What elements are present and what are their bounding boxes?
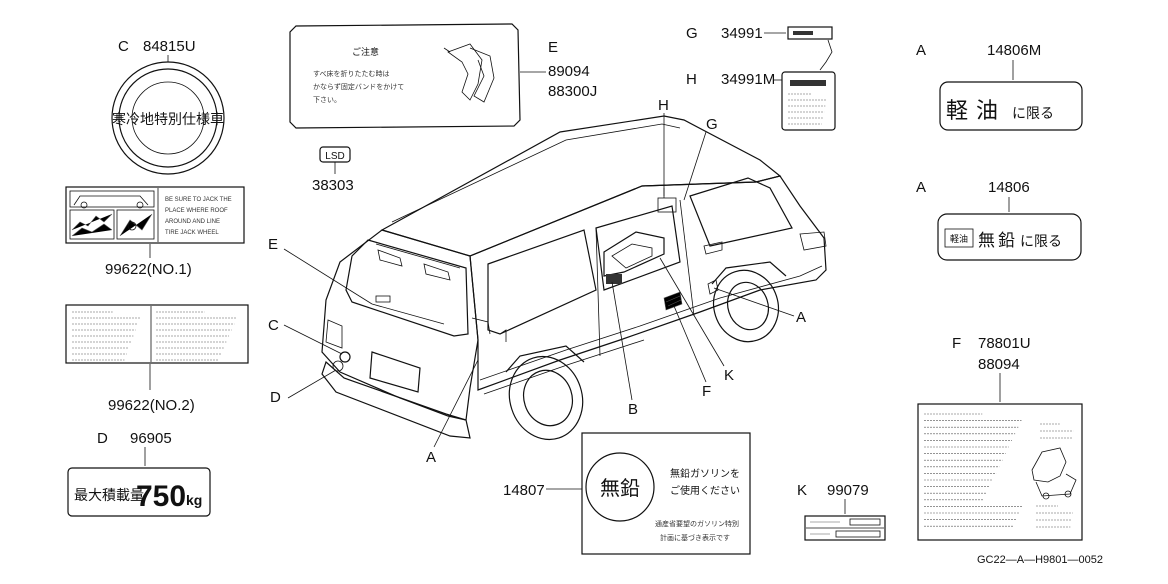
part-a2-big-char: 無	[978, 231, 995, 251]
part-e-line: 下さい。	[313, 96, 341, 104]
part-e-number: 88300J	[548, 83, 597, 100]
part-b-circle-text: 無鉛	[600, 476, 640, 500]
part-k-letter: K	[797, 482, 807, 499]
part-g-number: 34991	[721, 25, 763, 42]
part-99622-no2-number: 99622(NO.2)	[108, 397, 195, 414]
part-d-number: 96905	[130, 430, 172, 447]
part-a2-letter: A	[916, 179, 926, 196]
part-99622-no1-label: BE SURE TO JACK THE PLACE WHERE ROOF ARO…	[65, 186, 245, 278]
part-99622-no2-label: 99622(NO.2)	[65, 304, 249, 414]
part-d-letter: D	[97, 430, 108, 447]
part-lsd-badge: LSD 38303	[312, 146, 354, 194]
callout-k: K	[724, 367, 734, 384]
part-f-letter: F	[952, 335, 961, 352]
part-a2-small-text: に限る	[1020, 234, 1062, 250]
part-a1-big-char: 油	[976, 99, 998, 124]
part-d-value: 750	[136, 480, 186, 513]
part-a2-tag: 軽油	[950, 233, 968, 245]
part-d-text: 最大積載量	[74, 488, 144, 504]
part-g-letter: G	[686, 25, 698, 42]
van-illustration	[321, 115, 827, 441]
part-a2-number: 14806	[988, 179, 1030, 196]
callout-g: G	[706, 116, 718, 133]
part-h-number: 34991M	[721, 71, 775, 88]
part-b-number: 14807	[503, 482, 545, 499]
callout-f: F	[702, 383, 711, 400]
part-a2-big-char: 鉛	[998, 231, 1015, 251]
part-b-line: 無鉛ガソリンを	[670, 467, 740, 480]
callout-e: E	[268, 236, 278, 253]
part-lsd-badge-text: LSD	[325, 151, 344, 162]
part-e-line: すべ床を折りたたむ時は	[313, 69, 390, 78]
part-k-small-label: K 99079	[797, 482, 886, 541]
part-a1-number: 14806M	[987, 42, 1041, 59]
part-b-unleaded-label: 14807 無鉛 無鉛ガソリンを ご使用ください 通産省要望のガソリン特別 計画…	[503, 432, 751, 555]
part-a-diesel-label: A 14806M 軽 油 に限る	[916, 42, 1083, 131]
callout-a: A	[426, 449, 436, 466]
part-b-line: ご使用ください	[670, 484, 740, 497]
part-e-line: かならず固定バンドをかけて	[313, 82, 404, 91]
part-c-text: 寒冷地特別仕様車	[112, 111, 224, 128]
part-g-tag: G 34991	[686, 25, 833, 71]
part-e-number: 89094	[548, 63, 590, 80]
no1-text-line: TIRE JACK WHEEL	[165, 230, 219, 236]
part-h-tag: H 34991M	[686, 71, 836, 131]
part-d-unit: kg	[186, 492, 202, 508]
no1-text-line: BE SURE TO JACK THE	[165, 197, 232, 203]
part-k-number: 99079	[827, 482, 869, 499]
callout-a: A	[796, 309, 806, 326]
part-d-max-load-label: D 96905 最大積載量 750 kg	[67, 430, 211, 517]
part-c-letter: C	[118, 38, 129, 55]
leader-lines	[283, 113, 795, 448]
part-a1-big-char: 軽	[946, 99, 968, 124]
callout-d: D	[270, 389, 281, 406]
part-99622-no1-number: 99622(NO.1)	[105, 261, 192, 278]
part-h-letter: H	[686, 71, 697, 88]
callout-letters: E C D H G A B F K A	[268, 97, 806, 466]
part-e-title: ご注意	[352, 46, 379, 57]
callout-b: B	[628, 401, 638, 418]
part-b-foot: 計画に基づき表示です	[660, 533, 730, 542]
part-lsd-number: 38303	[312, 177, 354, 194]
part-a1-small-text: に限る	[1012, 106, 1054, 122]
part-c-badge: C 84815U 寒冷地特別仕様車	[111, 38, 225, 175]
drawing-id: GC22—A—H9801—0052	[977, 554, 1103, 566]
part-f-number: 88094	[978, 356, 1020, 373]
part-e-caution-label: ご注意 すべ床を折りたたむ時は かならず固定バンドをかけて 下さい。 E 890…	[289, 23, 597, 129]
no1-text-line: PLACE WHERE ROOF	[165, 208, 228, 214]
part-c-number: 84815U	[143, 38, 196, 55]
part-b-foot: 通産省要望のガソリン特別	[655, 519, 739, 528]
callout-h: H	[658, 97, 669, 114]
part-f-number: 78801U	[978, 335, 1031, 352]
part-a1-letter: A	[916, 42, 926, 59]
no1-text-line: AROUND AND LINE	[165, 219, 220, 225]
part-a-unleaded-label: A 14806 軽油 無 鉛 に限る	[916, 179, 1082, 261]
part-f-instruction-label: F 78801U 88094	[917, 335, 1083, 541]
part-e-letter: E	[548, 39, 558, 56]
callout-c: C	[268, 317, 279, 334]
